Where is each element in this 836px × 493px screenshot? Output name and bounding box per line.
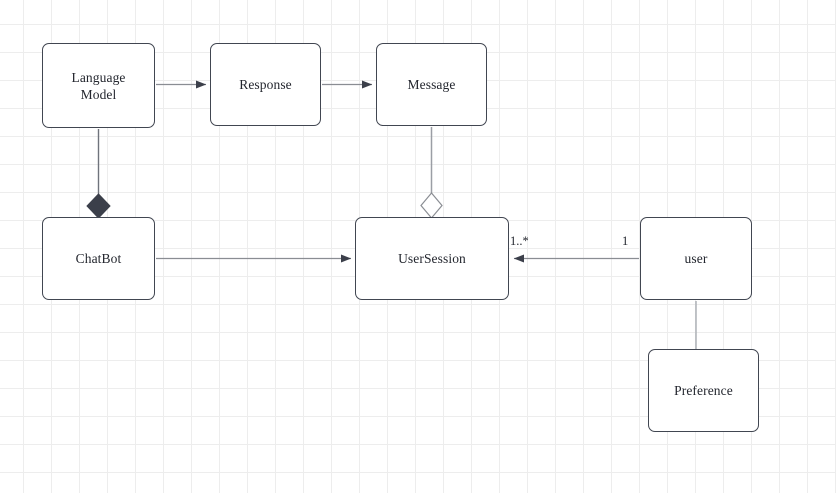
edge-message-to-usersession <box>420 127 443 219</box>
node-user-label: user <box>684 251 708 266</box>
node-usersession-label: UserSession <box>398 251 466 266</box>
node-language-model-label: Language Model <box>71 69 126 102</box>
node-usersession[interactable]: UserSession <box>355 217 509 300</box>
node-chatbot-label: ChatBot <box>75 251 122 266</box>
node-message-label: Message <box>407 77 456 92</box>
node-preference[interactable]: Preference <box>648 349 759 432</box>
node-language-model[interactable]: Language Model <box>42 43 155 128</box>
edge-label-multiplicity-one: 1 <box>622 234 629 248</box>
node-preference-label: Preference <box>674 383 733 398</box>
node-response-label: Response <box>239 77 292 92</box>
edge-language-model-to-chatbot <box>86 129 111 219</box>
node-chatbot[interactable]: ChatBot <box>42 217 155 300</box>
edge-label-multiplicity-many: 1..* <box>510 234 529 248</box>
node-user[interactable]: user <box>640 217 752 300</box>
node-message[interactable]: Message <box>376 43 487 126</box>
node-response[interactable]: Response <box>210 43 321 126</box>
